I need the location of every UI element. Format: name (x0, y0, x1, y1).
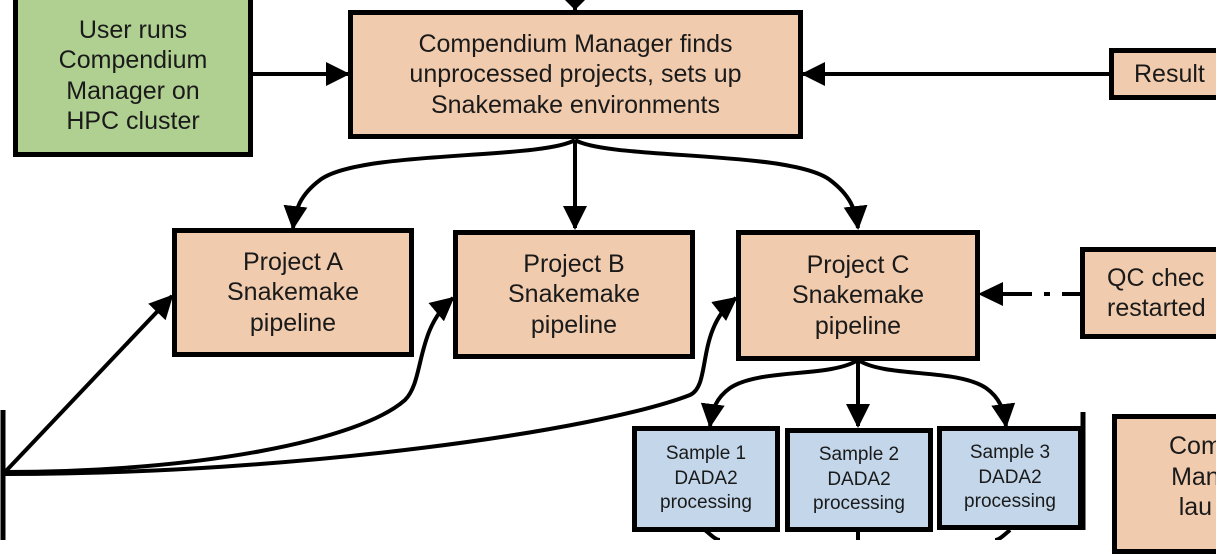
arrow-left-to-project-c (4, 296, 738, 476)
arrow-project-c-to-sample-1 (700, 358, 860, 428)
sample-2-node: Sample 2 DADA2 processing (785, 428, 933, 532)
results-node: Result (1109, 48, 1216, 100)
project-a-node: Project A Snakemake pipeline (172, 228, 414, 357)
connector-layer (0, 0, 1112, 540)
connector-sample-3-bottom (994, 528, 1012, 540)
arrow-left-to-project-a (3, 294, 174, 474)
arrowhead-into-manager-top (565, 0, 585, 10)
arrowhead-qc-to-project-c (978, 282, 1003, 306)
arrow-manager-to-project-a (283, 138, 576, 230)
qc-node: QC chec restarted (1080, 247, 1216, 339)
arrow-project-c-to-sample-3 (856, 358, 1016, 428)
arrow-manager-to-project-c (574, 138, 868, 230)
manager-node: Compendium Manager finds unprocessed pro… (348, 10, 803, 139)
project-b-node: Project B Snakemake pipeline (453, 230, 695, 359)
project-c-node: Project C Snakemake pipeline (736, 230, 980, 361)
arrow-left-to-project-b (4, 296, 455, 474)
sample-1-node: Sample 1 DADA2 processing (632, 426, 780, 532)
user-node: User runs Compendium Manager on HPC clus… (13, 0, 253, 157)
launch-node: Com Man lau (1112, 414, 1216, 554)
sample-3-node: Sample 3 DADA2 processing (937, 426, 1083, 530)
